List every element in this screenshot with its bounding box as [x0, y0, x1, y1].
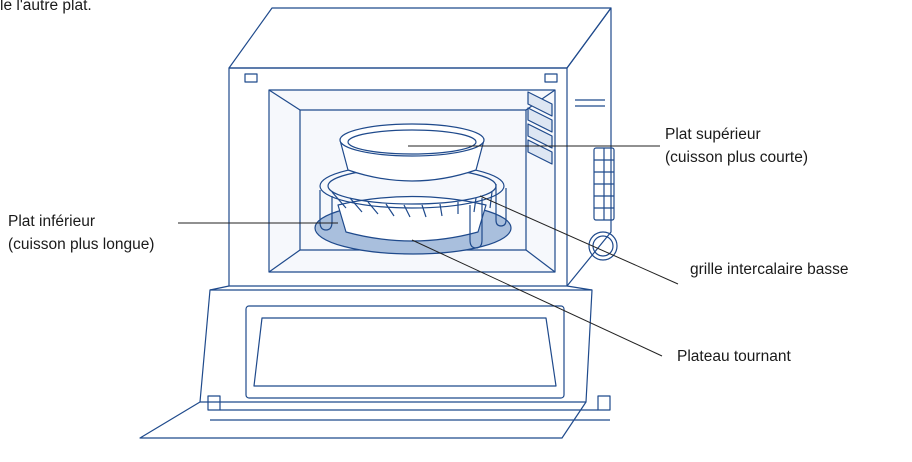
- hinge-right: [544, 73, 558, 83]
- label-low-rack: grille intercalaire basse: [690, 261, 849, 278]
- label-upper-dish-line2: (cuisson plus courte): [665, 149, 809, 166]
- label-lower-dish-line2: (cuisson plus longue): [8, 236, 155, 253]
- cabinet-front: [228, 67, 568, 287]
- control-dial: [588, 231, 618, 261]
- cabinet-side: [566, 7, 612, 287]
- hinge-left: [244, 73, 258, 83]
- label-lower-dish-line1: Plat inférieur: [8, 213, 96, 230]
- upper-dish: [339, 123, 485, 182]
- label-turntable: Plateau tournant: [677, 348, 791, 365]
- control-panel: [575, 99, 618, 261]
- oven-door: [139, 285, 611, 439]
- label-lower-dish: Plat inférieur (cuisson plus longue): [8, 210, 154, 256]
- label-upper-dish: Plat supérieur (cuisson plus courte): [665, 123, 808, 169]
- leader-turntable: [411, 239, 663, 357]
- lower-dish: [337, 195, 487, 242]
- cabinet-top: [228, 7, 612, 69]
- label-upper-dish-line1: Plat supérieur: [665, 126, 761, 143]
- intro-fragment: le l'autre plat.: [0, 0, 92, 14]
- leader-low-rack: [479, 195, 679, 285]
